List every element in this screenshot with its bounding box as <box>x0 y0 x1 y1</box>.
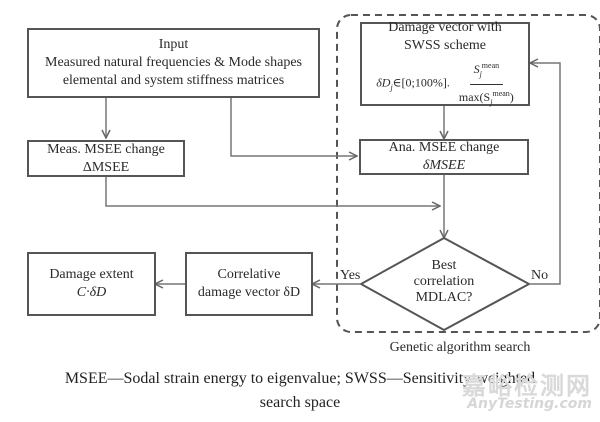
damage-vector-line1: Damage vector with <box>388 20 502 36</box>
ana-msee-line2: δMSEE <box>422 158 466 173</box>
meas-msee-box: Meas. MSEE change ΔMSEE <box>27 140 185 177</box>
damage-extent-line1: Damage extent <box>49 267 134 282</box>
edge-meas-to-decision <box>105 176 440 206</box>
input-line1: Measured natural frequencies & Mode shap… <box>45 55 302 70</box>
meas-msee-line1: Meas. MSEE change <box>47 141 165 157</box>
caption-line2: search space <box>259 394 341 411</box>
genetic-algorithm-group <box>336 14 600 333</box>
weight-fraction: Sjmean max(Sjmean) <box>458 61 514 106</box>
ana-msee-box: Ana. MSEE change δMSEE <box>359 139 529 175</box>
watermark-cn: 嘉峪检测网 <box>462 372 592 400</box>
watermark-en: AnyTesting.com <box>467 396 592 412</box>
damage-extent-line2: C·δD <box>76 285 107 300</box>
meas-msee-line2: ΔMSEE <box>82 159 130 175</box>
damage-vector-formula: δDj∈[0;100%]. Sjmean max(Sjmean) <box>376 59 514 109</box>
no-label: No <box>531 268 549 283</box>
edge-no-loop <box>529 63 561 285</box>
decision-diamond <box>358 236 532 332</box>
input-box: Input Measured natural frequencies & Mod… <box>27 28 320 98</box>
input-title: Input <box>158 37 189 52</box>
input-line2: elemental and system stiffness matrices <box>62 73 285 88</box>
group-label: Genetic algorithm search <box>389 340 531 355</box>
caption-line1: MSEE—Sodal strain energy to eigenvalue; … <box>64 370 536 387</box>
decision-text: Best correlation MDLAC? <box>413 258 475 305</box>
yes-label: Yes <box>340 268 361 283</box>
ana-msee-line1: Ana. MSEE change <box>388 140 500 155</box>
damage-extent-box: Damage extent C·δD <box>27 252 156 316</box>
correlative-line1: Correlative <box>217 267 281 282</box>
edge-input-to-ana <box>230 97 357 156</box>
damage-vector-box: Damage vector with SWSS scheme δDj∈[0;10… <box>360 20 530 109</box>
correlative-box: Correlative damage vector δD <box>185 252 313 316</box>
correlative-line2: damage vector δD <box>197 285 301 300</box>
damage-vector-line2: SWSS scheme <box>403 38 487 54</box>
